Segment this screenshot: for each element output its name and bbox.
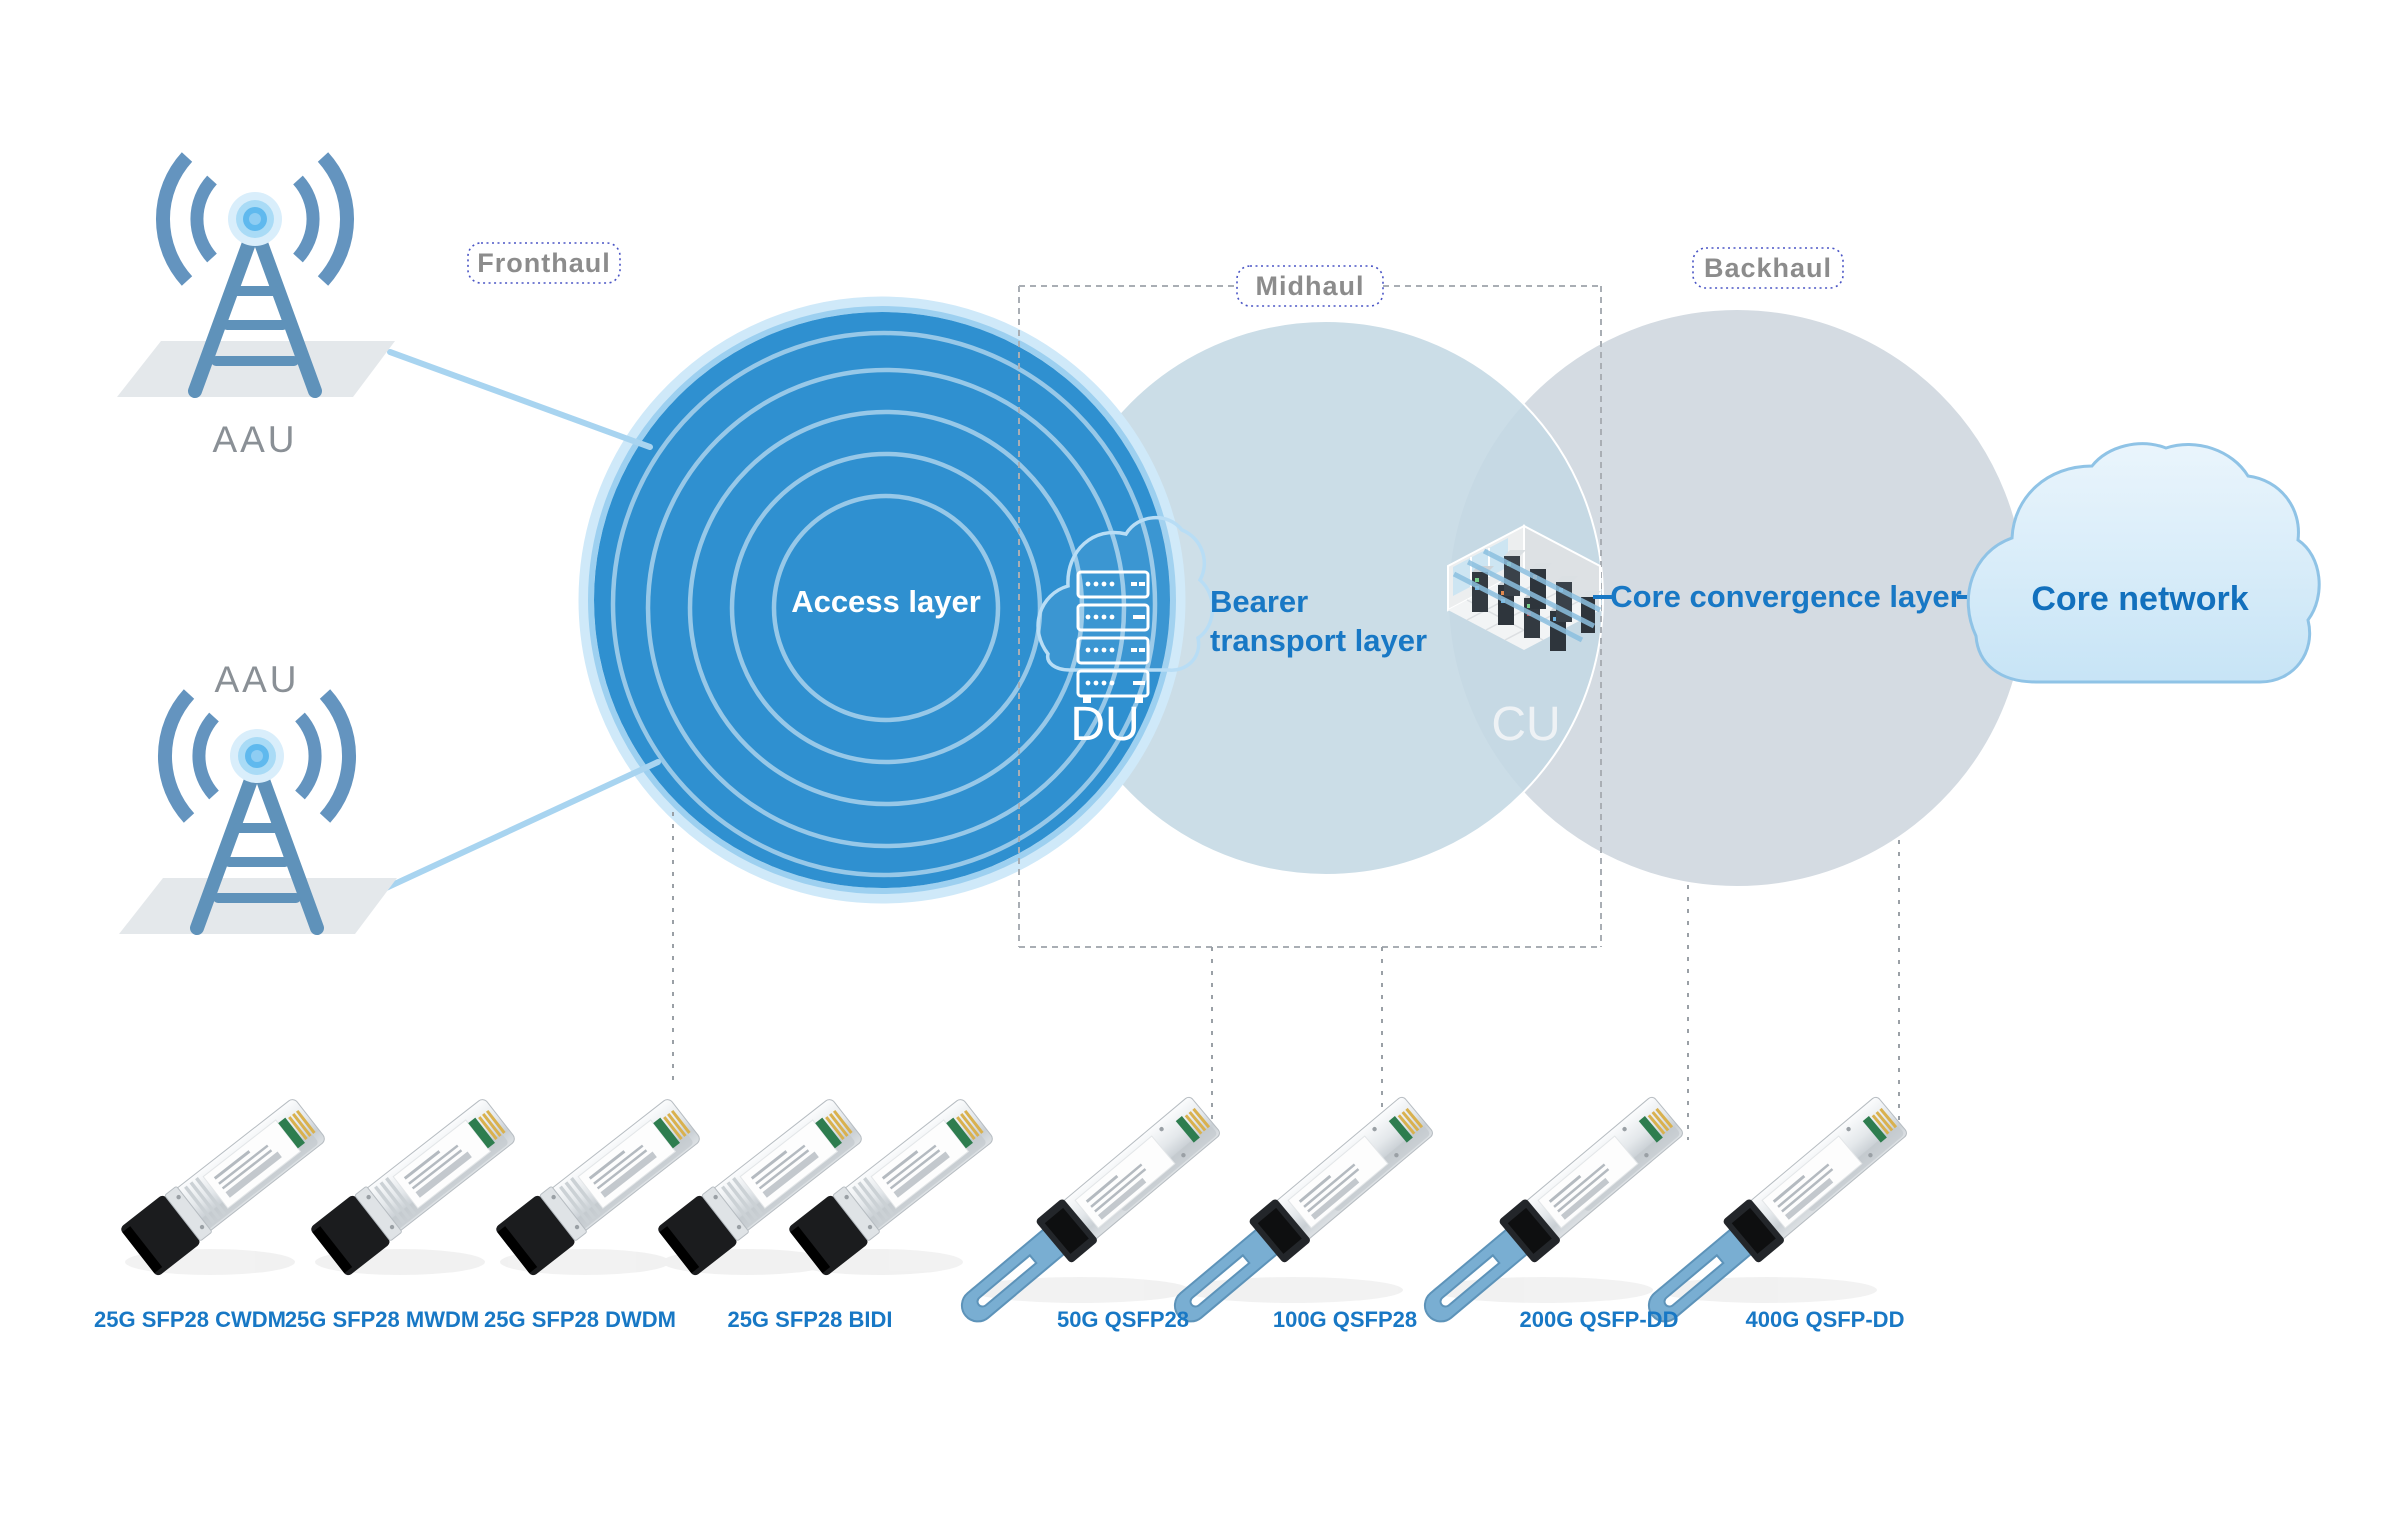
module-label-100g-qsfp28: 100G QSFP28 bbox=[1273, 1307, 1417, 1332]
fronthaul-label: Fronthaul bbox=[477, 248, 610, 278]
aau-top-label: AAU bbox=[212, 419, 297, 460]
du-cloud-server-icon bbox=[1036, 515, 1215, 705]
core-convergence-callout: Core convergence layer bbox=[1593, 579, 1979, 614]
bearer-layer-label-line2: transport layer bbox=[1210, 623, 1427, 658]
core-convergence-label: Core convergence layer bbox=[1610, 579, 1962, 614]
access-layer-label: Access layer bbox=[791, 584, 981, 619]
access-layer-circle bbox=[578, 296, 1186, 904]
module-label-400g-qsfp-dd: 400G QSFP-DD bbox=[1746, 1307, 1905, 1332]
aau-bottom-label: AAU bbox=[214, 659, 299, 700]
radio-wave-rings-icon bbox=[610, 330, 1158, 878]
module-label-50g-qsfp28: 50G QSFP28 bbox=[1057, 1307, 1189, 1332]
midhaul-boundary-box bbox=[1018, 285, 1602, 948]
antenna-tower-top-icon bbox=[117, 157, 395, 397]
backhaul-label: Backhaul bbox=[1704, 253, 1832, 283]
fronthaul-tag: Fronthaul bbox=[467, 242, 621, 284]
module-label-25g-sfp28-dwdm: 25G SFP28 DWDM bbox=[484, 1307, 676, 1332]
module-label-200g-qsfp-dd: 200G QSFP-DD bbox=[1520, 1307, 1679, 1332]
bearer-layer-label-line1: Bearer bbox=[1210, 584, 1308, 619]
midhaul-tag: Midhaul bbox=[1236, 265, 1384, 307]
module-label-25g-sfp28-bidi: 25G SFP28 BIDI bbox=[727, 1307, 892, 1332]
midhaul-label: Midhaul bbox=[1256, 271, 1365, 301]
backhaul-tag: Backhaul bbox=[1692, 247, 1844, 289]
cu-label: CU bbox=[1491, 698, 1560, 751]
aau-bottom-link-line bbox=[383, 759, 661, 891]
module-label-25g-sfp28-mwdm: 25G SFP28 MWDM bbox=[285, 1307, 479, 1332]
aau-top-link-line bbox=[387, 349, 653, 450]
module-label-25g-sfp28-cwdm: 25G SFP28 CWDM bbox=[94, 1307, 286, 1332]
core-network-cloud-icon: Core network bbox=[1966, 442, 2321, 684]
core-network-label: Core network bbox=[2031, 580, 2248, 618]
antenna-tower-bottom-icon bbox=[119, 694, 397, 934]
du-label: DU bbox=[1070, 698, 1139, 751]
